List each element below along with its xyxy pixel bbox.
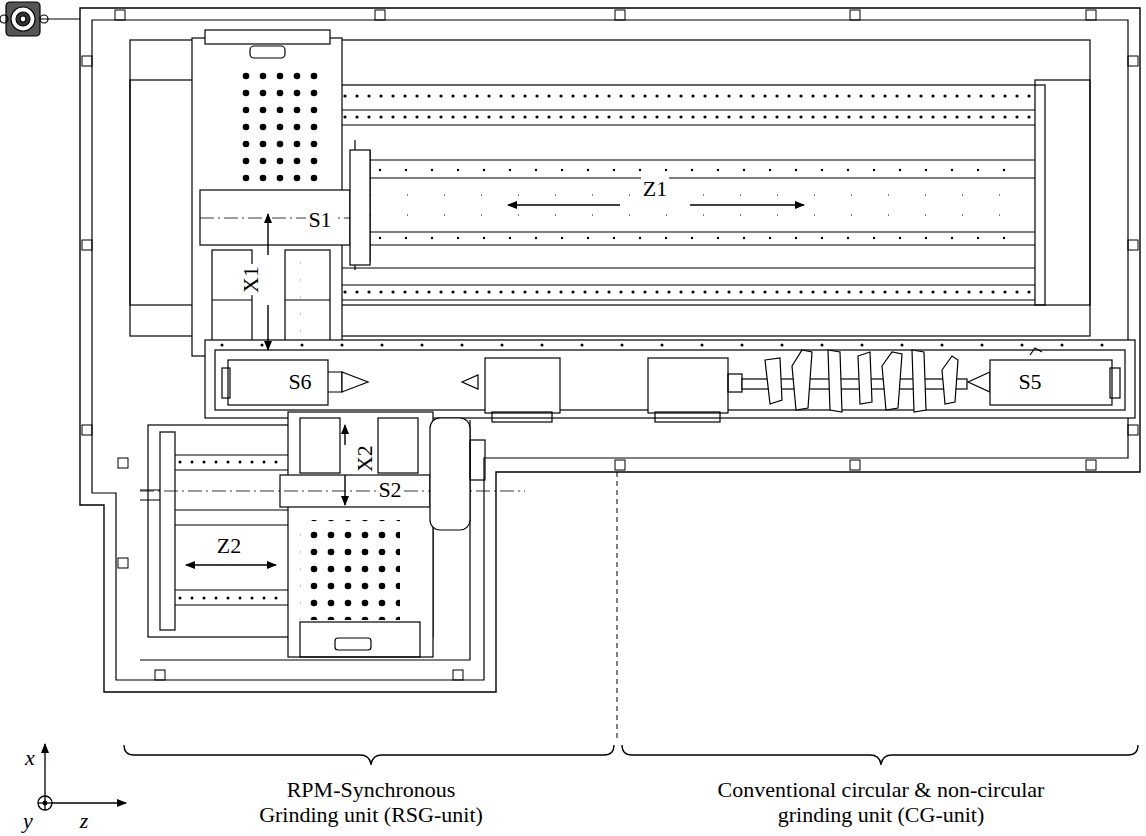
coordinate-label: z	[80, 808, 89, 833]
work-table	[205, 340, 1135, 418]
bolt-pads	[82, 10, 1138, 680]
motor	[0, 2, 80, 36]
spindle-label: S5	[1016, 369, 1043, 394]
s5-tailstock	[968, 348, 1120, 405]
base-frame	[80, 8, 1140, 692]
axis-label: X1	[237, 265, 262, 296]
coordinate-label: y	[23, 808, 33, 833]
s2-wheel-head	[140, 412, 525, 657]
axis-label: Z2	[215, 533, 243, 558]
unit-caption: Conventional circular & non-circular gri…	[696, 777, 1066, 828]
base-frame-inner	[92, 20, 1128, 680]
spindle-label: S6	[286, 369, 313, 394]
axis-arrows	[186, 205, 804, 565]
unit-caption: RPM-Synchronous Grinding unit (RSG-unit)	[251, 777, 491, 828]
axis-label: X2	[351, 444, 376, 475]
crankshaft	[742, 350, 967, 412]
s6-headstock	[222, 360, 368, 405]
coordinate-axes	[38, 744, 126, 810]
axis-label: Z1	[641, 176, 669, 201]
unit-divider	[617, 472, 618, 742]
steady-rest	[462, 358, 742, 422]
spindle-label: S1	[306, 207, 333, 232]
coordinate-label: x	[25, 745, 35, 770]
s1-wheel-head	[192, 30, 370, 356]
group-braces	[124, 745, 1138, 765]
spindle-label: S2	[376, 477, 403, 502]
